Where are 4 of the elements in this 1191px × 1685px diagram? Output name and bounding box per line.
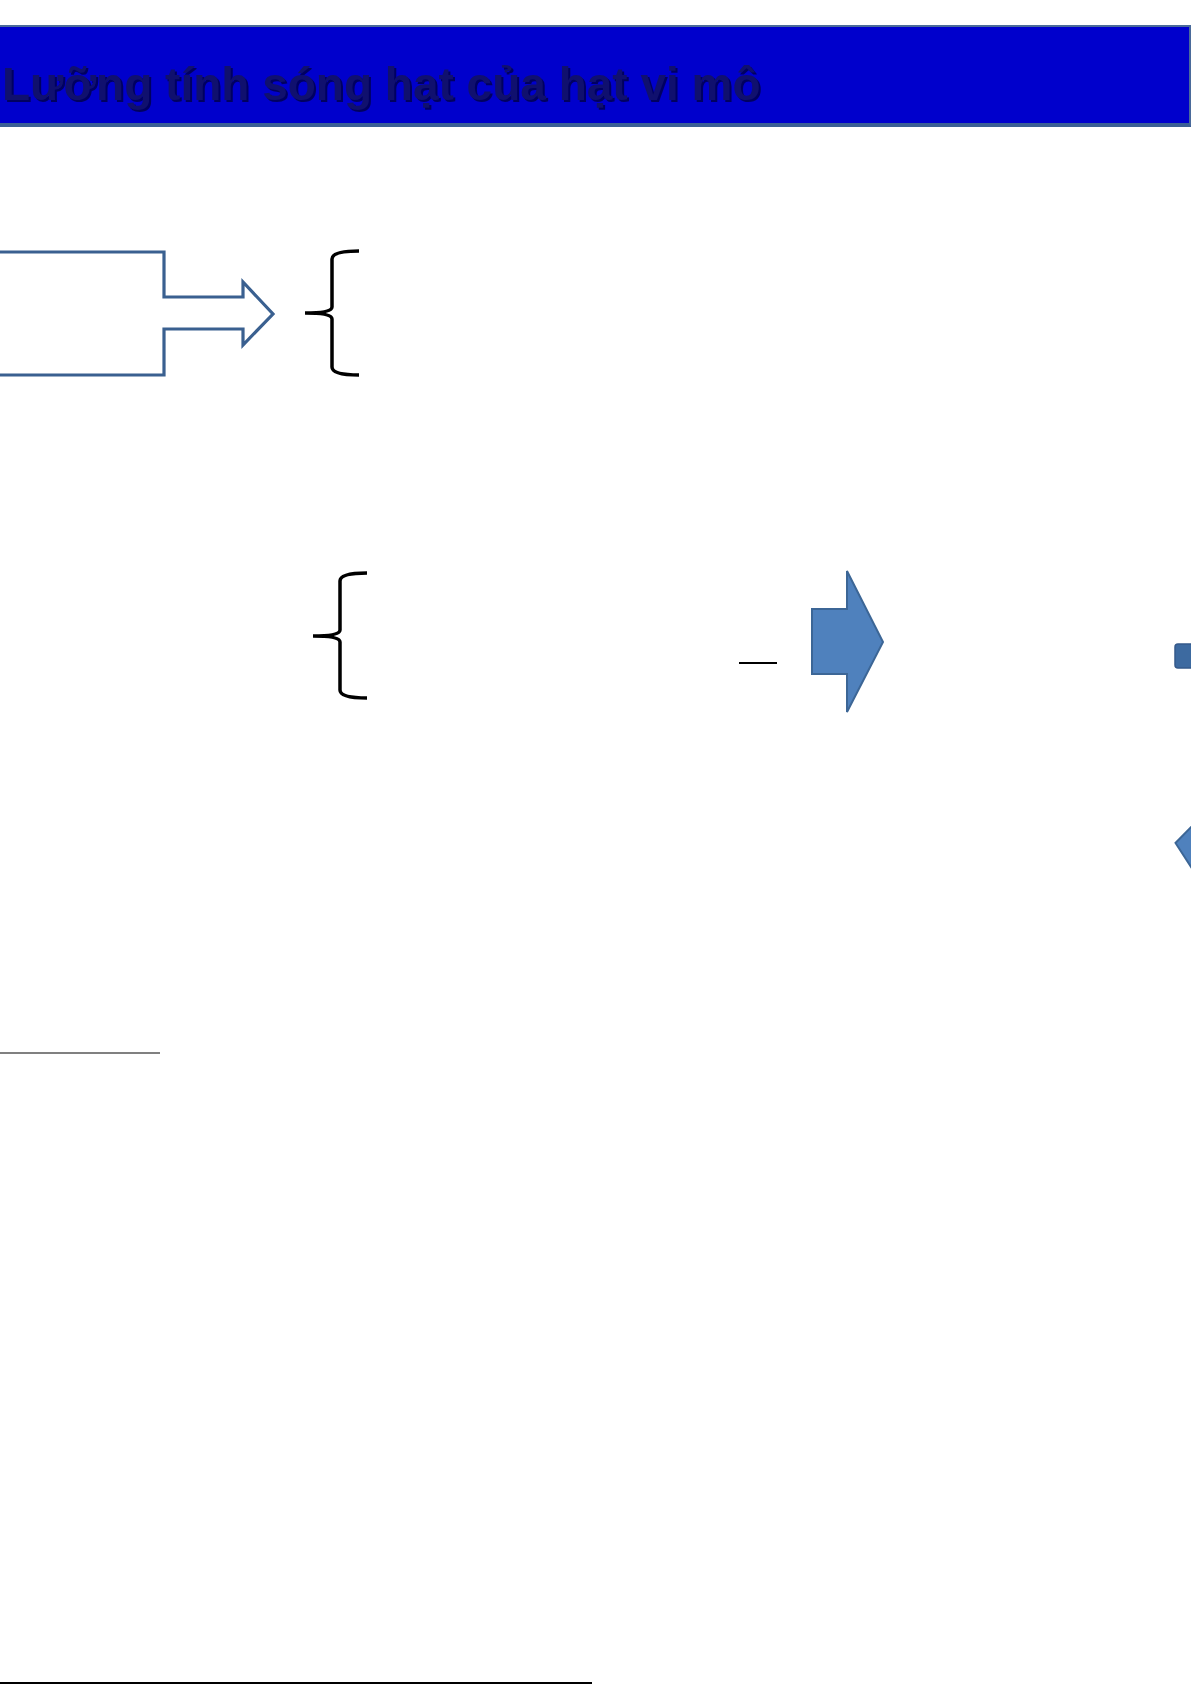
block-arrow xyxy=(1174,825,1191,871)
arrow-callout-box xyxy=(0,250,276,377)
rounded-box xyxy=(1174,643,1191,669)
block-arrow xyxy=(811,570,885,713)
